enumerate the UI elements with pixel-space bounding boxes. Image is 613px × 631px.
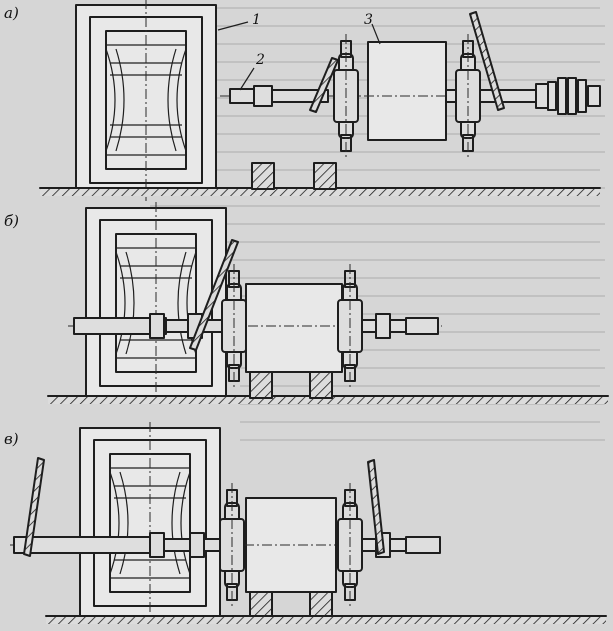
panel-a-pedestal-left [251,162,275,190]
callout-2-leader [239,67,255,91]
panel-b: б) [4,201,609,405]
panel-a-block [367,41,447,141]
panel-c-label: в) [4,430,19,448]
panel-c-shaft [13,536,165,554]
callout-1-leader [217,21,249,31]
panel-c-collar-mid [189,532,205,558]
panel-a-disc-right [455,33,481,159]
panel-a-housing [75,0,217,202]
callout-3: 3 [364,12,373,28]
panel-a-label: а) [4,4,19,22]
panel-b-collar-right [375,313,391,339]
panel-a-tool-right [470,12,504,110]
panel-c-disc-left [219,482,245,608]
panel-b-collar-left [149,313,165,339]
panel-a-tool-left [310,58,338,112]
panel-a-pedestal-right [313,162,337,190]
panel-b-label: б) [4,212,19,230]
panel-b-tool [190,240,238,350]
callout-3-leader [371,23,381,45]
panel-c-collar-left [149,532,165,558]
panel-c-tool-right [368,460,384,554]
panel-c-housing [79,421,221,625]
panel-c-disc-right [337,482,363,608]
panel-c: в) [4,421,607,625]
panel-c-pedestal-right [309,589,333,617]
panel-c-pedestal-left [249,589,273,617]
panel-b-block [245,283,343,373]
panel-b-housing [85,201,227,405]
panel-c-tool-left [24,458,44,556]
panel-a-coupling [253,85,273,107]
callout-2: 2 [255,52,265,68]
panel-a-shaft-end [229,88,255,104]
panel-a-disc-left [333,33,359,159]
panel-a-collar [535,83,549,109]
panel-c-floor [45,615,607,625]
panel-b-pedestal-right [309,371,333,399]
callout-1: 1 [252,12,261,28]
panel-b-pedestal-left [249,371,273,399]
panel-a: а) 1 2 3 [4,0,601,202]
